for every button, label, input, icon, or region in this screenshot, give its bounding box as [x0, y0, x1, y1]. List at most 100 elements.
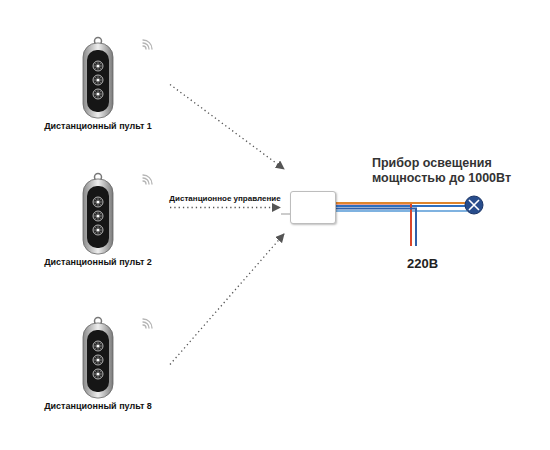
button-ray — [95, 347, 97, 349]
button-ray — [100, 80, 101, 81]
button-ray — [95, 346, 96, 347]
remote-fob — [80, 172, 116, 256]
button-ray — [95, 63, 97, 65]
button-icon — [96, 78, 99, 81]
edge-label: Дистанционное управление — [167, 194, 282, 203]
button-ray — [98, 218, 99, 219]
fob-face — [87, 50, 109, 112]
button-ray — [99, 81, 101, 83]
remote-fob — [80, 36, 116, 120]
remote-control: Дистанционный пульт 8 — [28, 316, 168, 413]
button-ray — [98, 68, 99, 69]
button-ray — [95, 67, 97, 69]
button-ray — [100, 374, 101, 375]
remote-label: Дистанционный пульт 2 — [28, 257, 168, 267]
lamp-cross — [469, 200, 479, 210]
fob-button — [93, 197, 103, 207]
button-ray — [95, 374, 96, 375]
button-ray — [98, 376, 99, 377]
button-ray — [99, 347, 101, 349]
button-ray — [95, 203, 97, 205]
button-ray — [95, 360, 96, 361]
button-ray — [100, 216, 101, 217]
button-icon — [96, 64, 99, 67]
button-ray — [99, 213, 101, 215]
button-ray — [95, 227, 97, 229]
button-ray — [99, 203, 101, 205]
button-ray — [95, 94, 96, 95]
button-icon — [96, 214, 99, 217]
button-ray — [100, 346, 101, 347]
button-ray — [98, 348, 99, 349]
button-ray — [99, 95, 101, 97]
button-ray — [99, 217, 101, 219]
button-ray — [98, 96, 99, 97]
button-icon — [96, 92, 99, 95]
fob-button — [93, 369, 103, 379]
button-icon — [96, 372, 99, 375]
remote-fob — [80, 316, 116, 400]
wires — [336, 204, 467, 247]
button-ray — [100, 94, 101, 95]
remote-control: Дистанционный пульт 2 — [28, 172, 168, 269]
button-ray — [98, 227, 99, 228]
signal-arrow — [170, 234, 284, 365]
button-ray — [99, 199, 101, 201]
button-icon — [96, 344, 99, 347]
button-ray — [99, 227, 101, 229]
signal-arrow — [170, 85, 284, 170]
button-icon — [96, 358, 99, 361]
button-ray — [98, 232, 99, 233]
fob-shell — [83, 43, 113, 118]
button-icon — [96, 200, 99, 203]
button-ray — [95, 66, 96, 67]
lamp-circle — [465, 196, 483, 214]
fob-button — [93, 89, 103, 99]
button-ray — [95, 80, 96, 81]
button-ray — [99, 371, 101, 373]
fob-face — [87, 330, 109, 392]
button-ray — [99, 357, 101, 359]
button-ray — [95, 199, 97, 201]
button-ray — [95, 95, 97, 97]
fob-face — [87, 186, 109, 248]
fob-button — [93, 75, 103, 85]
fob-button — [93, 61, 103, 71]
fob-shell — [83, 179, 113, 254]
button-ray — [95, 375, 97, 377]
remote-label: Дистанционный пульт 8 — [28, 401, 168, 411]
button-ray — [99, 343, 101, 345]
button-ray — [98, 77, 99, 78]
button-ray — [99, 63, 101, 65]
button-ray — [95, 230, 96, 231]
button-ray — [100, 66, 101, 67]
button-ray — [95, 343, 97, 345]
button-ray — [98, 343, 99, 344]
fob-button — [93, 211, 103, 221]
signal-icons — [143, 40, 152, 328]
button-ray — [98, 82, 99, 83]
receiver-module — [290, 191, 336, 224]
button-ray — [99, 375, 101, 377]
button-ray — [95, 217, 97, 219]
button-ray — [95, 231, 97, 233]
button-ray — [95, 216, 96, 217]
voltage-label: 220В — [407, 256, 438, 271]
signal-arrow — [170, 207, 280, 208]
button-ray — [95, 77, 97, 79]
lamp-title: Прибор освещения мощностью до 1000Вт — [372, 156, 512, 186]
button-ray — [95, 91, 97, 93]
button-ray — [95, 81, 97, 83]
button-ray — [98, 199, 99, 200]
button-ray — [98, 357, 99, 358]
button-ray — [98, 204, 99, 205]
remote-control: Дистанционный пульт 1 — [28, 36, 168, 133]
button-ray — [98, 63, 99, 64]
fob-shell — [83, 323, 113, 398]
button-ray — [95, 213, 97, 215]
button-ray — [95, 361, 97, 363]
button-ray — [95, 371, 97, 373]
button-ray — [95, 357, 97, 359]
